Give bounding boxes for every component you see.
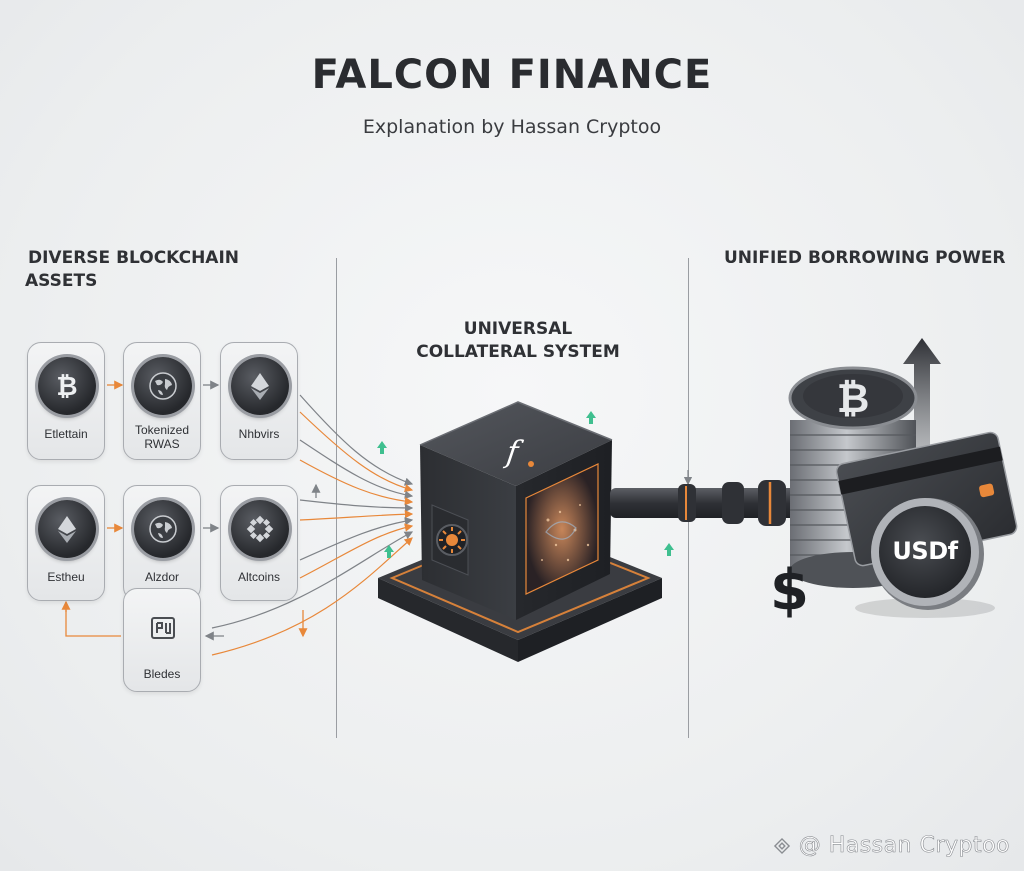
watermark-text: @ Hassan Cryptoo <box>799 833 1010 858</box>
watermark: @ Hassan Cryptoo <box>771 833 1010 858</box>
dollar-icon: $ <box>770 558 809 623</box>
diamond-logo-icon <box>771 835 793 857</box>
stack-bitcoin-icon: ₿ <box>837 376 870 422</box>
usdf-coin-label: USDf <box>880 537 970 565</box>
